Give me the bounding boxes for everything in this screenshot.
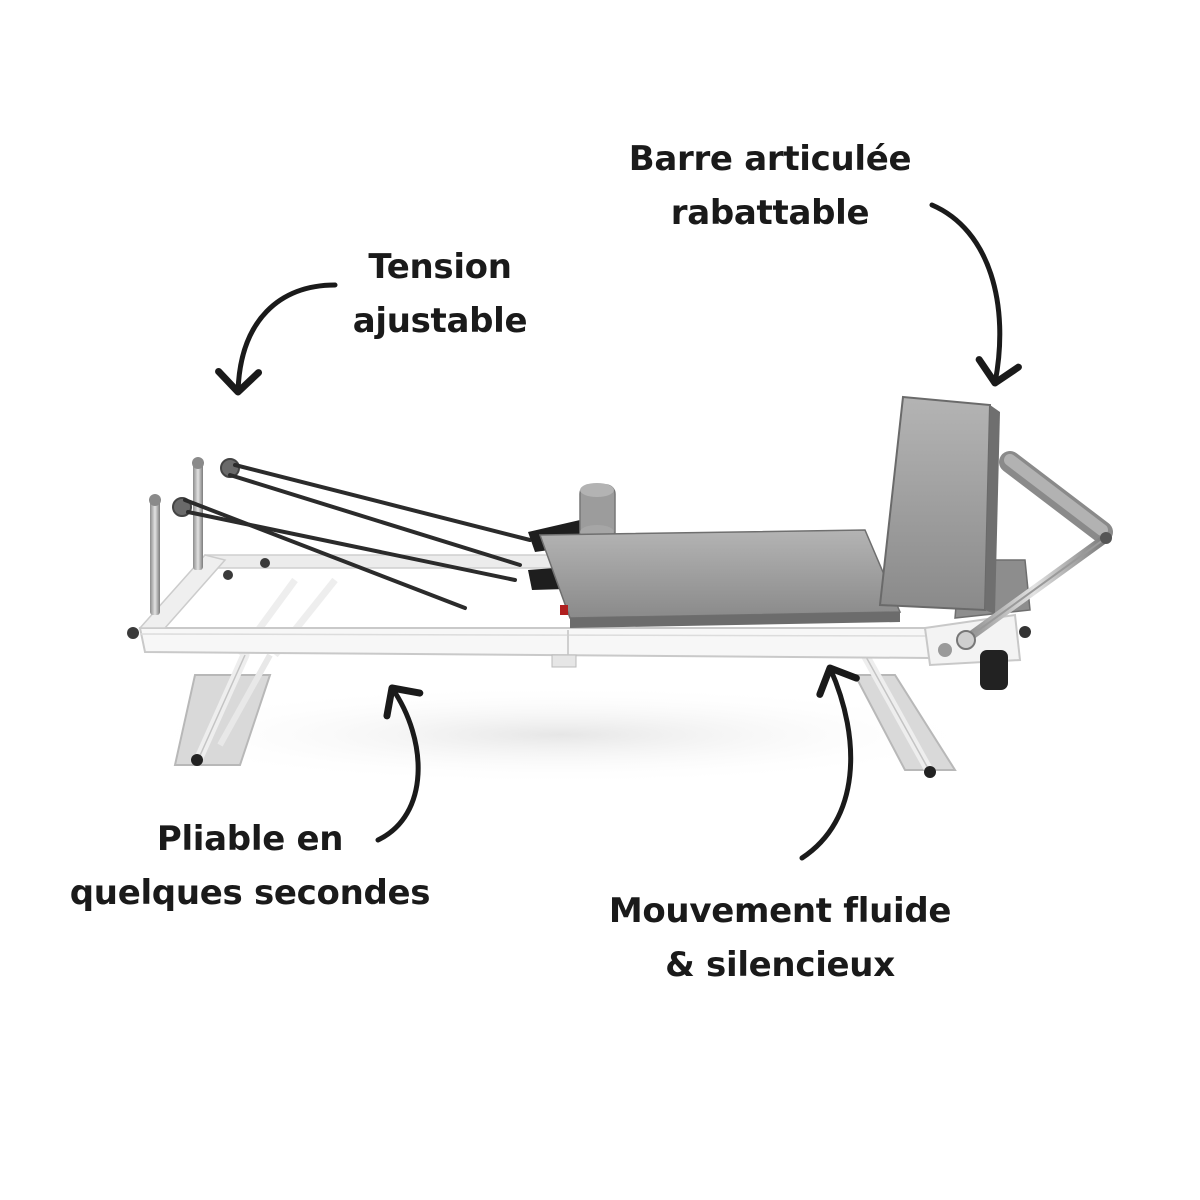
rope-posts xyxy=(149,457,240,615)
callout-foldable-bar: Barre articulée rabattable xyxy=(560,132,980,240)
callout-foldable-bar-line2: rabattable xyxy=(670,193,870,233)
callout-adjustable-tension-line2: ajustable xyxy=(352,301,528,341)
callout-folding-line1: Pliable en xyxy=(156,819,344,859)
arrow-mouvement xyxy=(799,664,860,861)
carriage-pad xyxy=(538,529,902,628)
callout-smooth-movement: Mouvement fluide & silencieux xyxy=(560,884,1000,992)
callout-adjustable-tension: Tension ajustable xyxy=(300,240,580,348)
callout-folding: Pliable en quelques secondes xyxy=(30,812,470,920)
callout-foldable-bar-line1: Barre articulée xyxy=(628,139,912,179)
arrow-barre xyxy=(929,202,1022,387)
floor-shadow xyxy=(130,685,990,785)
callout-smooth-movement-line1: Mouvement fluide xyxy=(608,891,952,931)
articulated-bar xyxy=(956,451,1113,650)
arrow-pliable xyxy=(375,684,424,843)
callout-smooth-movement-line2: & silencieux xyxy=(665,945,895,985)
arrow-tension xyxy=(215,282,338,396)
callout-folding-line2: quelques secondes xyxy=(69,873,431,913)
folding-leg-right xyxy=(853,650,957,778)
backrest-panel xyxy=(878,395,1000,614)
callout-adjustable-tension-line1: Tension xyxy=(368,247,512,287)
tension-ropes xyxy=(183,463,532,610)
